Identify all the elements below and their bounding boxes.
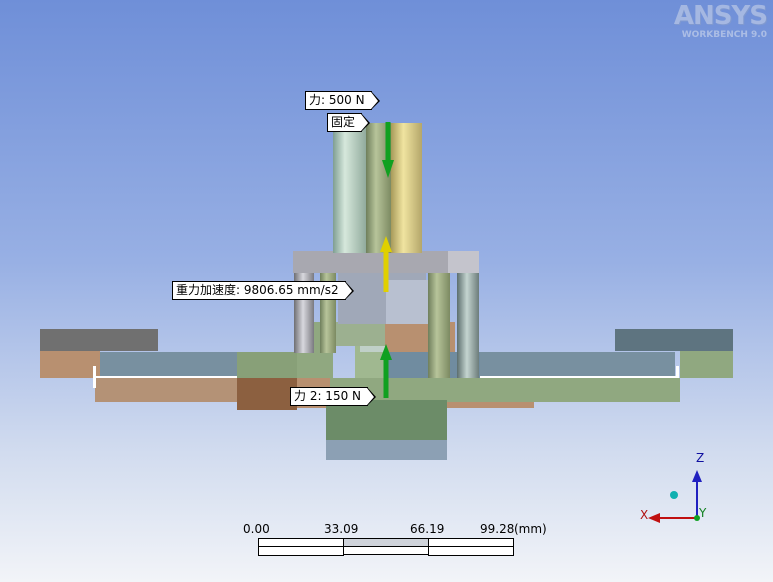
- gravity-label[interactable]: 重力加速度: 9806.65 mm/s2: [172, 281, 354, 300]
- scale-tick-0: 0.00: [243, 522, 270, 536]
- scale-tick-2: 66.19: [410, 522, 445, 536]
- triad-x-label: X: [640, 508, 649, 522]
- base-plate-left[interactable]: [40, 329, 158, 378]
- triad-z-label: Z: [696, 451, 705, 465]
- scale-tick-3: 99.28: [480, 522, 515, 536]
- force-label-150[interactable]: 力 2: 150 N: [290, 387, 377, 406]
- scale-tick-1: 33.09: [324, 522, 359, 536]
- gravity-arrow[interactable]: [380, 236, 392, 292]
- fixed-support-label[interactable]: 固定: [327, 113, 371, 132]
- force-arrow-bottom[interactable]: [380, 344, 392, 398]
- force-label-500[interactable]: 力: 500 N: [305, 91, 380, 110]
- scale-seg-bottom: [258, 546, 344, 556]
- base-plate-right[interactable]: [615, 329, 733, 378]
- force-arrow-top[interactable]: [382, 122, 394, 178]
- rail-left[interactable]: [93, 352, 253, 402]
- cylinders-top[interactable]: [333, 123, 422, 253]
- scale-unit: (mm): [514, 522, 547, 536]
- scale-seg-bottom-3: [428, 546, 514, 556]
- scale-seg-2: [343, 546, 429, 555]
- triad-y-label: Y: [699, 506, 707, 520]
- scale-bar: 0.00 33.09 66.19 99.28 (mm): [240, 522, 547, 562]
- scale-seg-top-2: [343, 538, 429, 547]
- axis-triad-icon[interactable]: [648, 470, 702, 523]
